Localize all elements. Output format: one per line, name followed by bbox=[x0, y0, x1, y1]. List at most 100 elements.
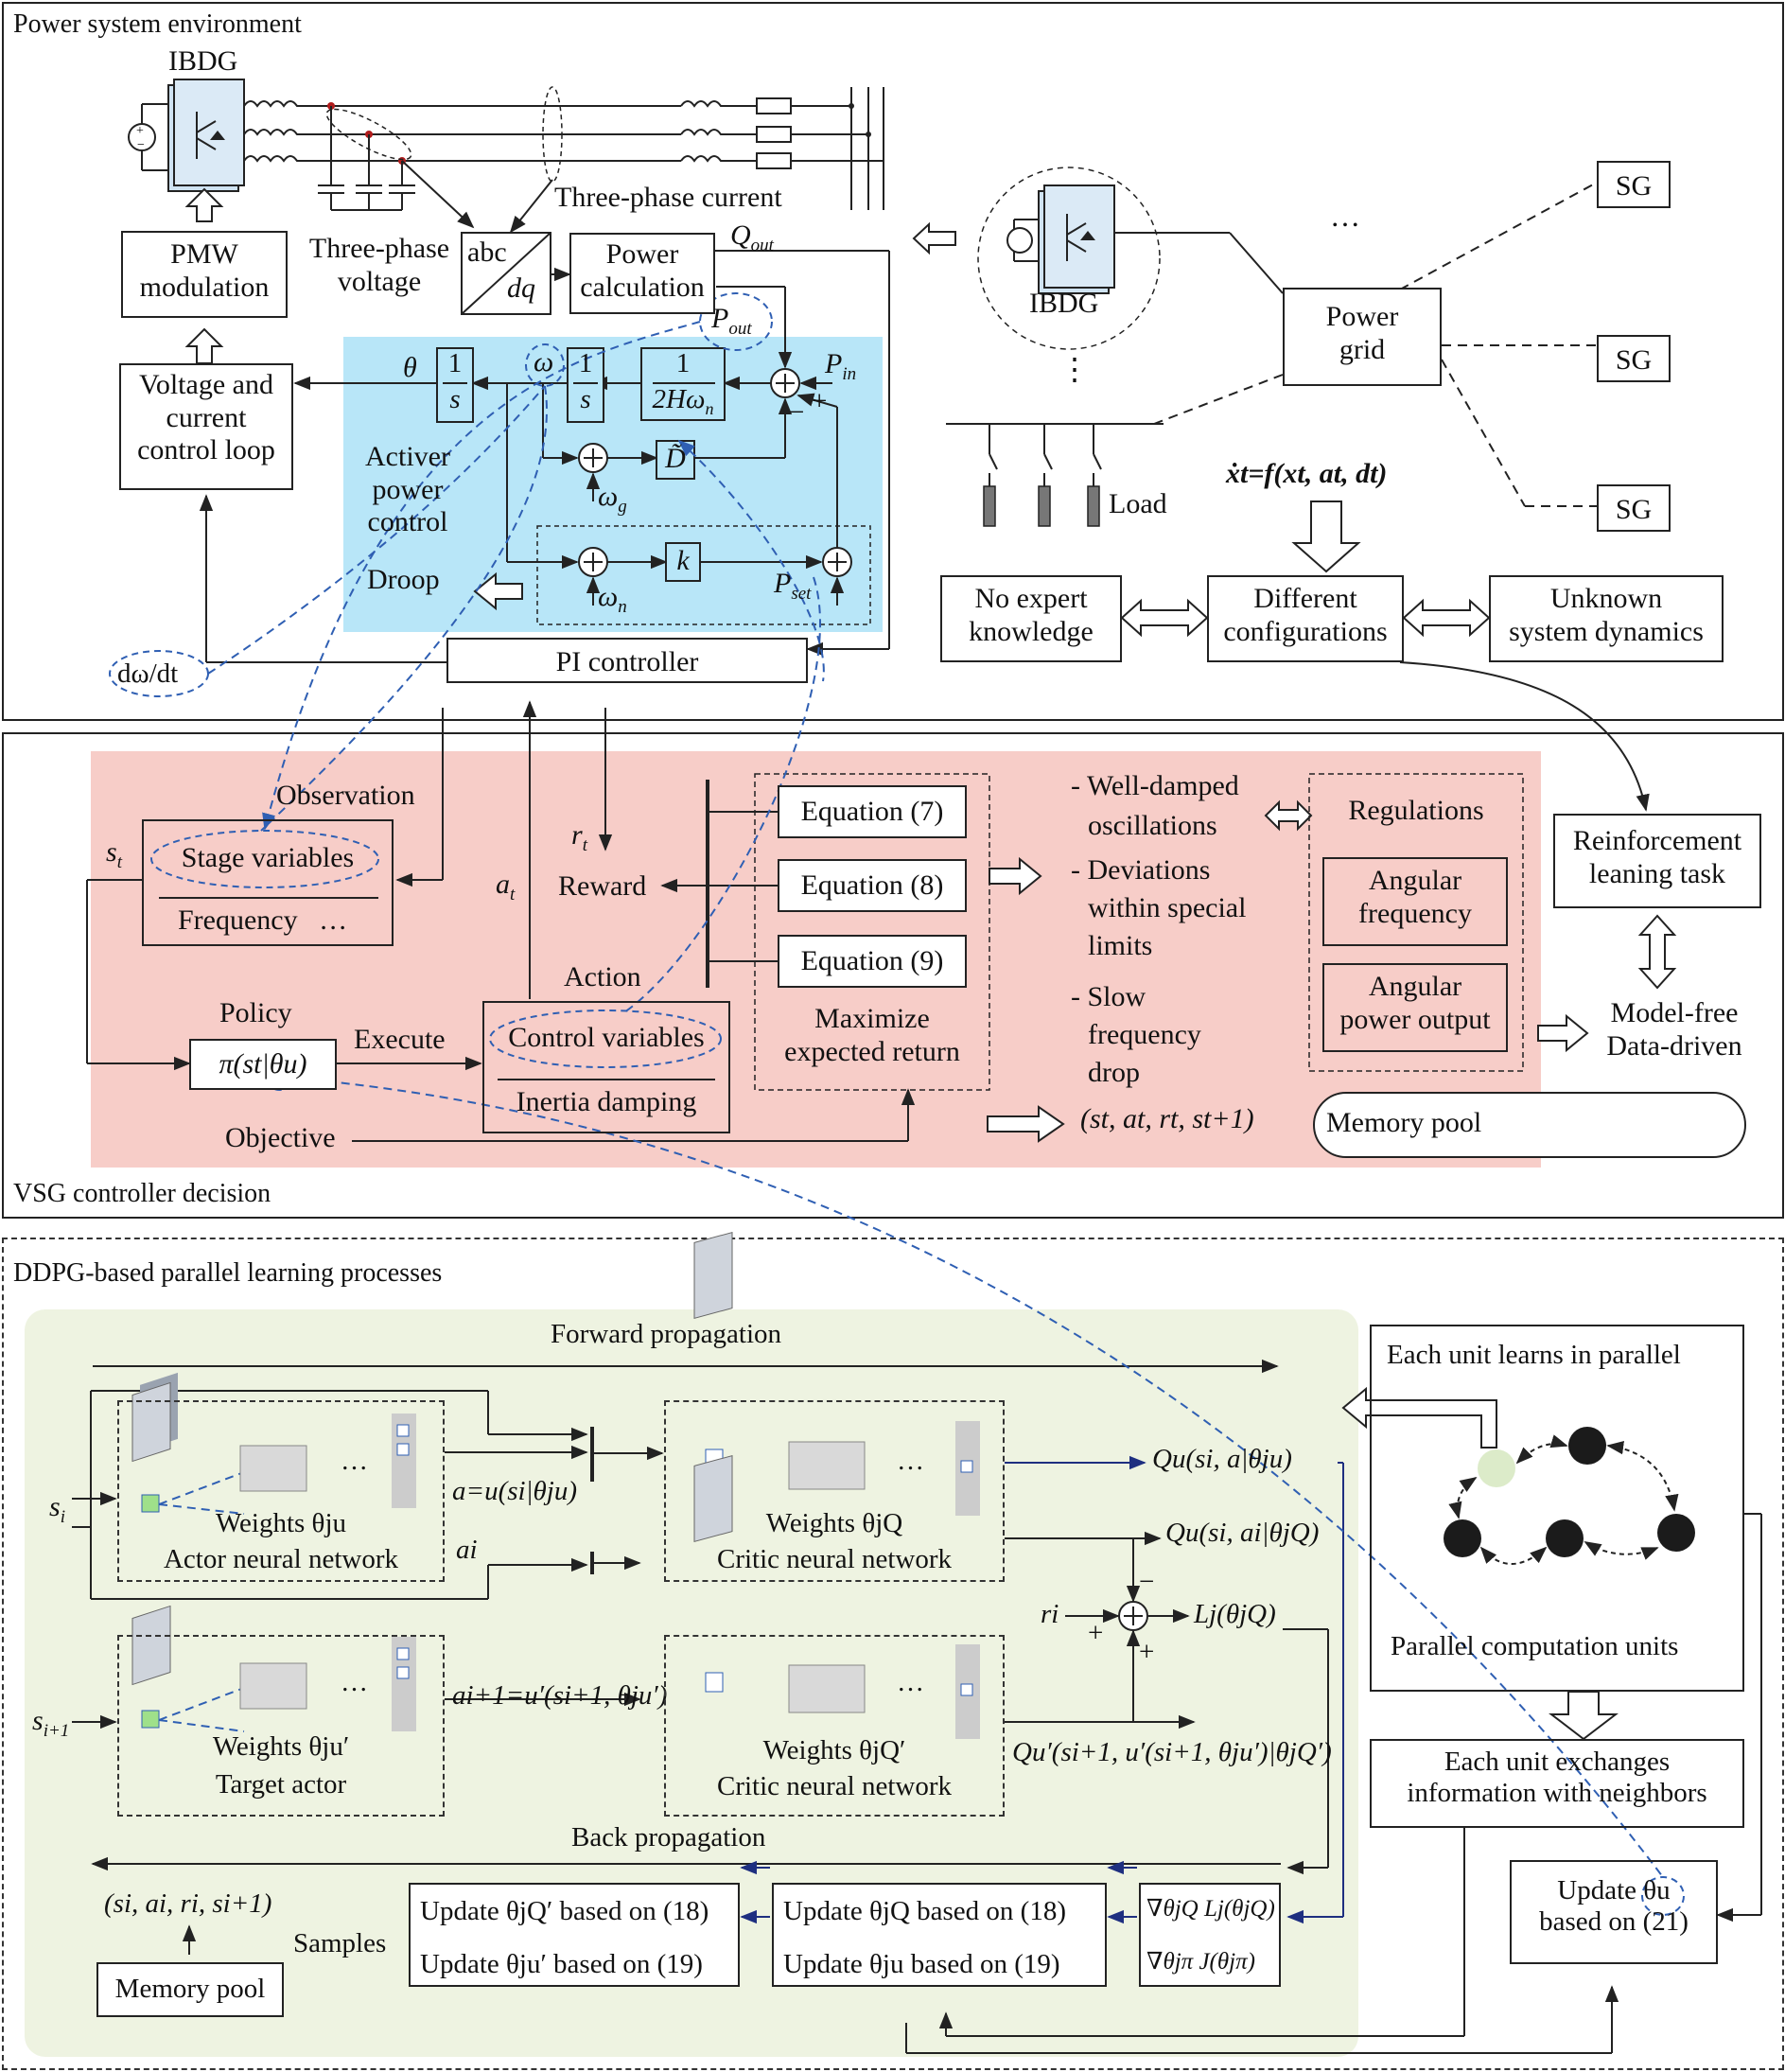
gradient-j-label: ∇θjπ J(θjπ) bbox=[1146, 1949, 1255, 1975]
state-equation: ẋt=f(xt, at, dt) bbox=[1226, 458, 1388, 489]
inertia-den: 2Hωn bbox=[652, 384, 714, 418]
loss-label: Lj(θjQ) bbox=[1194, 1599, 1276, 1629]
samples-label: Samples bbox=[293, 1928, 387, 1958]
target-actor-label: Target actor bbox=[215, 1769, 347, 1800]
si1-label: si+1 bbox=[32, 1705, 70, 1741]
forward-propagation-label: Forward propagation bbox=[551, 1319, 782, 1349]
capacitor-bank-icon bbox=[318, 86, 563, 234]
actor-nn-layers-icon bbox=[131, 1372, 416, 1515]
inertia-damping-label: Inertia damping bbox=[516, 1086, 697, 1117]
update-q-prime-label: Update θjQ′ based on (18) bbox=[420, 1896, 709, 1926]
update-u-prime-label: Update θju′ based on (19) bbox=[420, 1949, 703, 1979]
dc-source-icon: + − bbox=[128, 103, 168, 171]
sum-plus-left: + bbox=[1088, 1618, 1104, 1648]
integrator-2-num: 1 bbox=[578, 348, 593, 378]
pi-controller-block: PI controller bbox=[446, 638, 808, 683]
theta-label: θ bbox=[403, 352, 417, 383]
policy-block: π(st|θu) bbox=[189, 1039, 337, 1090]
p-out-label: Pout bbox=[711, 303, 752, 339]
section-title-ddpg: DDPG-based parallel learning processes bbox=[13, 1258, 443, 1288]
parallel-units-ring bbox=[1444, 1427, 1695, 1565]
critic-weights-label: Weights θjQ bbox=[765, 1508, 903, 1538]
section-title-power-system: Power system environment bbox=[13, 9, 302, 39]
actor-nn-block bbox=[117, 1400, 445, 1582]
sg-block-1: SG bbox=[1597, 161, 1671, 208]
q-out-label: Qout bbox=[730, 219, 774, 255]
transition-tuple-label: (st, at, rt, st+1) bbox=[1080, 1103, 1254, 1134]
gradient-loss-label: ∇θjQ Lj(θjQ) bbox=[1146, 1896, 1275, 1922]
dq-label: dq bbox=[507, 272, 535, 304]
target-critic-block bbox=[664, 1635, 1005, 1817]
si-label: si bbox=[49, 1491, 65, 1527]
omega-g-label: ωg bbox=[598, 481, 627, 517]
execute-label: Execute bbox=[354, 1024, 446, 1055]
integrator-1-num: 1 bbox=[447, 348, 463, 378]
objective-label: Objective bbox=[225, 1122, 336, 1153]
integrator-1-den: s bbox=[449, 384, 461, 414]
target-critic-nn-layers-icon bbox=[693, 1454, 980, 1739]
gradient-block bbox=[1139, 1883, 1281, 1987]
memory-pool-vsg-block: Memory pool bbox=[1313, 1092, 1746, 1158]
reward-label: Reward bbox=[558, 870, 647, 902]
omega-label: ω bbox=[534, 346, 554, 378]
three-phase-current-label: Three-phase current bbox=[554, 182, 782, 213]
droop-gain-k: k bbox=[676, 545, 690, 576]
next-action-label: ai+1=u′(si+1, θju′) bbox=[452, 1680, 668, 1711]
vsg-decision-frame bbox=[2, 732, 1784, 1219]
sg-block-2: SG bbox=[1597, 335, 1671, 382]
sum-minus: − bbox=[1139, 1567, 1155, 1597]
update-u-label: Update θju based on (19) bbox=[783, 1949, 1060, 1979]
regulations-label: Regulations bbox=[1348, 795, 1484, 826]
hollow-up-arrow-2 bbox=[184, 327, 224, 364]
equation-7-block: Equation (7) bbox=[778, 785, 967, 838]
omega-n-label: ωn bbox=[598, 581, 627, 617]
update-q-label: Update θjQ based on (18) bbox=[783, 1896, 1066, 1926]
control-variables-label: Control variables bbox=[508, 1022, 705, 1053]
p-in-label: Pin bbox=[825, 348, 857, 384]
target-actor-nn-layers-icon bbox=[131, 1605, 416, 1732]
hollow-up-arrow-1 bbox=[184, 187, 224, 222]
action-block bbox=[482, 1001, 730, 1133]
parallel-units-label: Parallel computation units bbox=[1391, 1631, 1679, 1661]
frequency-label: Frequency … bbox=[178, 904, 348, 936]
droop-label: Droop bbox=[367, 564, 440, 595]
ibdg-right-label: IBDG bbox=[1029, 288, 1099, 319]
sum-plus-bottom: + bbox=[1139, 1637, 1155, 1667]
network-update-block bbox=[772, 1883, 1107, 1987]
equation-8-block: Equation (8) bbox=[778, 859, 967, 912]
policy-label: Policy bbox=[219, 997, 292, 1028]
action-divider bbox=[498, 1079, 715, 1080]
integrator-2-den: s bbox=[580, 384, 591, 414]
ddpg-frame bbox=[2, 1238, 1784, 2070]
critic-nn-layers-icon bbox=[693, 1231, 980, 1516]
load-label: Load bbox=[1109, 488, 1167, 519]
target-update-block bbox=[409, 1883, 740, 1987]
actor-weights-label: Weights θju bbox=[215, 1508, 347, 1538]
ellipsis-top: … bbox=[1330, 199, 1360, 233]
damping-d-label: D̃ bbox=[665, 443, 686, 474]
action-eq-label: a=u(si|θju) bbox=[452, 1476, 578, 1506]
plus-sign: + bbox=[812, 386, 828, 416]
actor-ellipsis: … bbox=[341, 1446, 368, 1476]
target-q-label: Qu′(si+1, u′(si+1, θju′)|θjQ′) bbox=[1012, 1737, 1332, 1767]
ibdg-converter-icon bbox=[167, 79, 245, 192]
dw-dt-label: dω/dt bbox=[117, 658, 179, 689]
actor-nn-label: Actor neural network bbox=[163, 1544, 398, 1574]
ri-label: ri bbox=[1041, 1599, 1059, 1629]
observation-divider bbox=[159, 897, 378, 899]
sg-block-3: SG bbox=[1597, 484, 1671, 532]
st-label: st bbox=[106, 836, 122, 872]
observation-block bbox=[142, 819, 394, 946]
rt-label: rt bbox=[571, 819, 587, 855]
ibdg-right-converter-icon bbox=[1006, 184, 1115, 294]
